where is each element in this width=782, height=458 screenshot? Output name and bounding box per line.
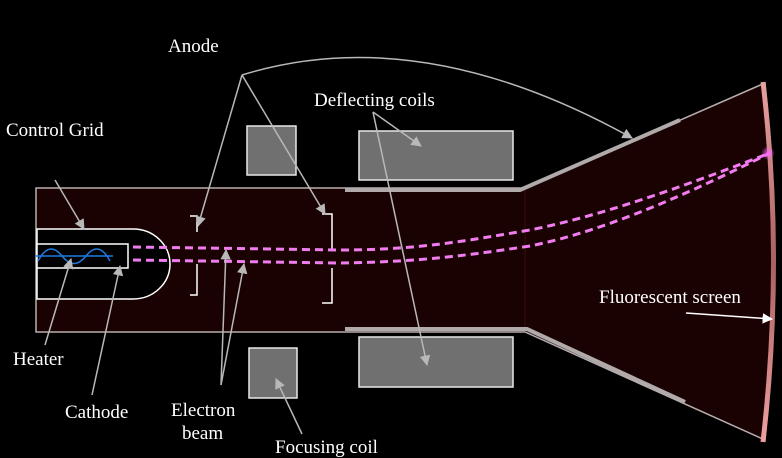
anode-callout-first	[195, 74, 243, 228]
heater-callout	[44, 257, 74, 346]
focusing-coil-top	[246, 125, 297, 176]
heater-coil	[37, 248, 111, 265]
label-cathode: Cathode	[65, 402, 128, 423]
label-heater: Heater	[13, 349, 64, 370]
focusing-coil-callout	[275, 378, 303, 435]
control-grid-callout	[54, 179, 85, 230]
deflecting-coil-top	[358, 130, 514, 181]
label-deflecting-coils: Deflecting coils	[314, 90, 435, 111]
deflecting-callout-top	[372, 111, 422, 147]
electron-beam-callout-1	[220, 248, 231, 386]
label-electron-beam-line2: beam	[182, 423, 223, 444]
electron-beam-callout-2	[220, 262, 248, 386]
fluorescent-screen	[760, 81, 776, 443]
anode-callout-second	[241, 74, 326, 215]
anode-plate-top	[345, 118, 681, 192]
label-focusing-coil: Focusing coil	[275, 437, 378, 458]
label-fluorescent-screen: Fluorescent screen	[599, 287, 741, 308]
label-anode: Anode	[168, 36, 219, 57]
cathode-callout	[91, 264, 124, 396]
label-electron-beam-line1: Electron	[171, 400, 236, 421]
anode-plate-bottom	[345, 327, 686, 404]
beam-spot	[761, 146, 775, 160]
fluorescent-screen-callout	[685, 312, 774, 324]
anode-callout-curve	[241, 56, 633, 139]
electron-beam-upper	[132, 151, 771, 252]
deflecting-coil-bottom	[358, 336, 514, 388]
deflecting-callout-bottom	[372, 111, 431, 367]
focusing-coil-bottom	[248, 347, 298, 399]
label-control-grid: Control Grid	[6, 120, 104, 141]
